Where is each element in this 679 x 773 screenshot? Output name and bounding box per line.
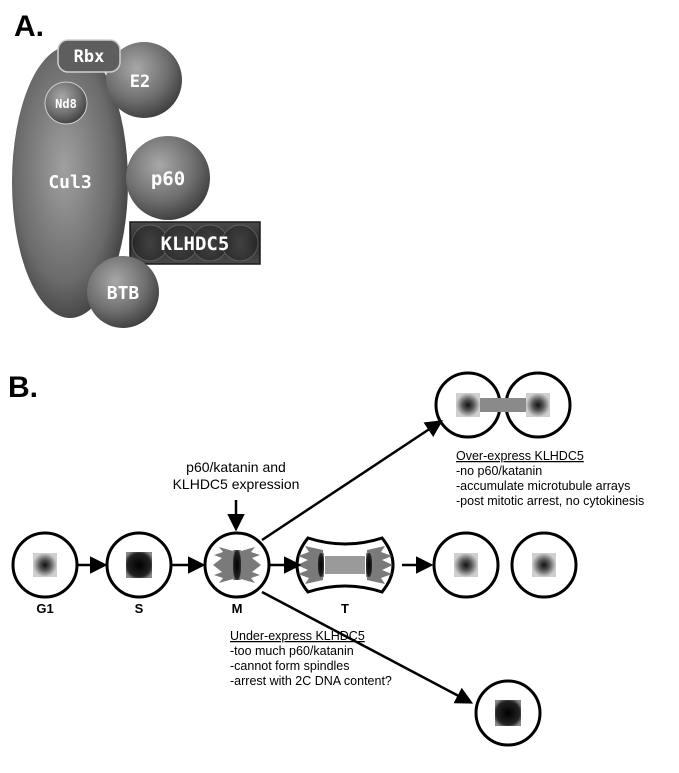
panel-a-label: A. <box>14 10 44 43</box>
cell-m <box>203 531 271 599</box>
underexpress-line-1: -too much p60/katanin <box>230 644 354 658</box>
klhdc5-shape <box>129 221 261 265</box>
p60-label: p60 <box>151 168 185 190</box>
overexpress-line-2: -accumulate microtubule arrays <box>456 479 630 493</box>
underexpress-title: Under-express KLHDC5 <box>230 629 365 643</box>
overexpress-line-3: -post mitotic arrest, no cytokinesis <box>456 494 644 508</box>
cell-s <box>105 531 173 599</box>
nd8-shape <box>44 81 88 125</box>
underexpress-line-2: -cannot form spindles <box>230 659 350 673</box>
overexpress-title: Over-express KLHDC5 <box>456 449 584 463</box>
phase-label-t: T <box>341 601 349 616</box>
btb-label: BTB <box>107 283 140 304</box>
klhdc5-label: KLHDC5 <box>161 233 230 255</box>
expression-note-line-2: KLHDC5 expression <box>173 476 300 492</box>
e2-shape <box>106 42 182 118</box>
underexpress-line-3: -arrest with 2C DNA content? <box>230 674 392 688</box>
cell-t <box>295 536 395 594</box>
panel-b-label: B. <box>8 371 38 404</box>
cell-g1 <box>11 531 79 599</box>
p60-shape <box>126 136 210 220</box>
daughter-cells-normal <box>432 531 578 599</box>
rbx-label: Rbx <box>74 47 105 67</box>
expression-note-line-1: p60/katanin and <box>186 459 286 475</box>
e2-label: E2 <box>130 72 150 92</box>
btb-shape <box>87 256 159 328</box>
phase-label-s: S <box>135 601 144 616</box>
overexpress-line-1: -no p60/katanin <box>456 464 542 478</box>
cycle-arrows <box>78 420 474 704</box>
cul3-label: Cul3 <box>48 172 91 193</box>
arrested-cell-underexpress <box>474 679 542 747</box>
nd8-label: Nd8 <box>55 97 77 111</box>
cul3-shape <box>12 46 128 318</box>
phase-label-m: M <box>232 601 243 616</box>
rbx-shape <box>57 39 121 73</box>
daughter-cells-overexpress <box>434 371 572 439</box>
phase-label-g1: G1 <box>36 601 53 616</box>
